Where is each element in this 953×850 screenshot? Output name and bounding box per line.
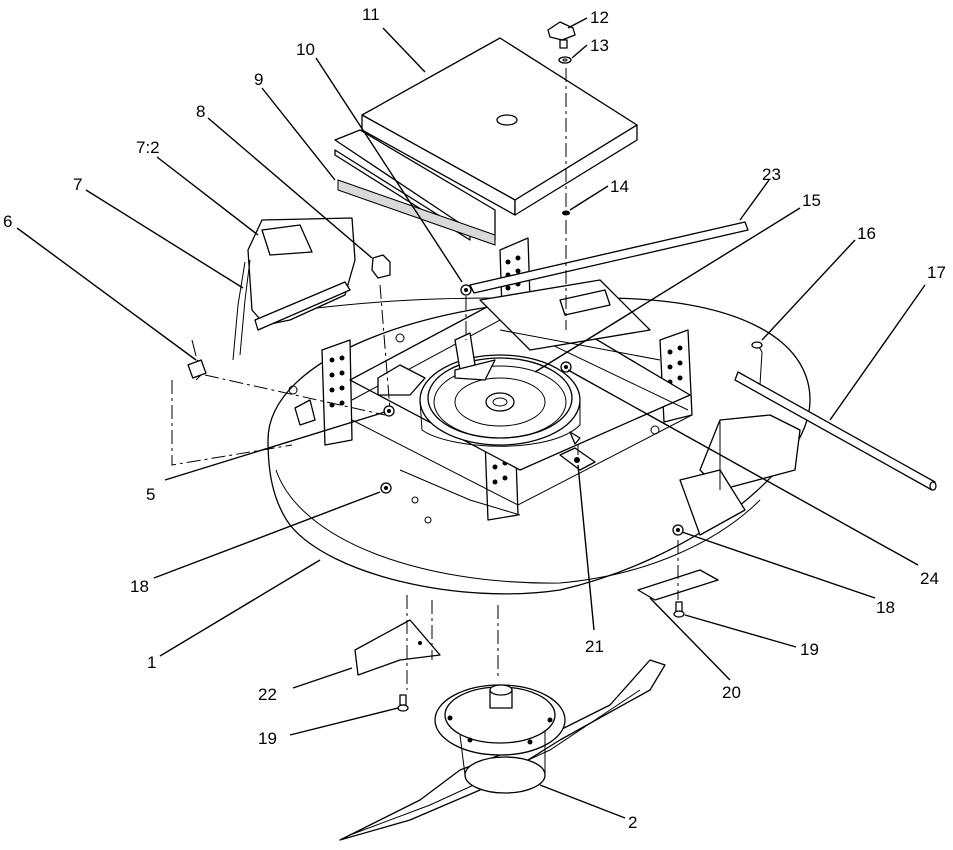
callout-18-left: 18 [130, 577, 149, 596]
hairpin-clip [751, 341, 763, 386]
callout-labels: 11 12 13 10 9 8 7:2 7 6 14 23 15 16 17 5… [3, 5, 946, 832]
baffle-22 [354, 619, 441, 676]
bolt-19-right [673, 601, 685, 618]
pulley [419, 354, 581, 447]
nut-18-right [672, 524, 684, 536]
washer-lower [562, 210, 570, 216]
callout-12: 12 [590, 8, 609, 27]
discharge-chute [679, 414, 801, 536]
callout-5: 5 [146, 485, 155, 504]
leader-lines [16, 17, 926, 819]
callout-17: 17 [927, 263, 946, 282]
callout-19-right: 19 [800, 640, 819, 659]
callout-22: 22 [258, 685, 277, 704]
rod-23 [469, 221, 749, 316]
callout-13: 13 [590, 36, 609, 55]
nut-18-left [380, 482, 392, 494]
axle-rod [734, 371, 937, 491]
callout-15: 15 [802, 191, 821, 210]
rear-shield [232, 217, 391, 361]
callout-14: 14 [610, 177, 629, 196]
washer [558, 56, 572, 64]
callout-16: 16 [857, 224, 876, 243]
callout-24: 24 [920, 569, 939, 588]
callout-10: 10 [296, 40, 315, 59]
bolt-19-left [397, 694, 409, 712]
callout-7: 7 [73, 175, 82, 194]
deck-cover [334, 37, 638, 246]
callout-19-left: 19 [258, 729, 277, 748]
callout-11: 11 [362, 5, 380, 24]
torsion-spring [187, 339, 207, 381]
rear-bracket [294, 399, 316, 426]
callout-18-right: 18 [876, 598, 895, 617]
small-bracket [559, 431, 596, 471]
callout-6: 6 [3, 212, 12, 231]
callout-9: 9 [254, 70, 263, 89]
callout-2: 2 [628, 813, 637, 832]
center-bracket [454, 284, 496, 381]
callout-1: 1 [147, 653, 156, 672]
callout-8: 8 [196, 102, 205, 121]
blade-assembly [339, 659, 666, 841]
assembly-lines [171, 68, 679, 690]
callout-7-2: 7:2 [136, 138, 160, 157]
callout-20: 20 [722, 683, 741, 702]
callout-23: 23 [762, 165, 781, 184]
idler-bracket [377, 364, 426, 417]
knob [547, 21, 576, 49]
callout-21: 21 [585, 637, 604, 656]
